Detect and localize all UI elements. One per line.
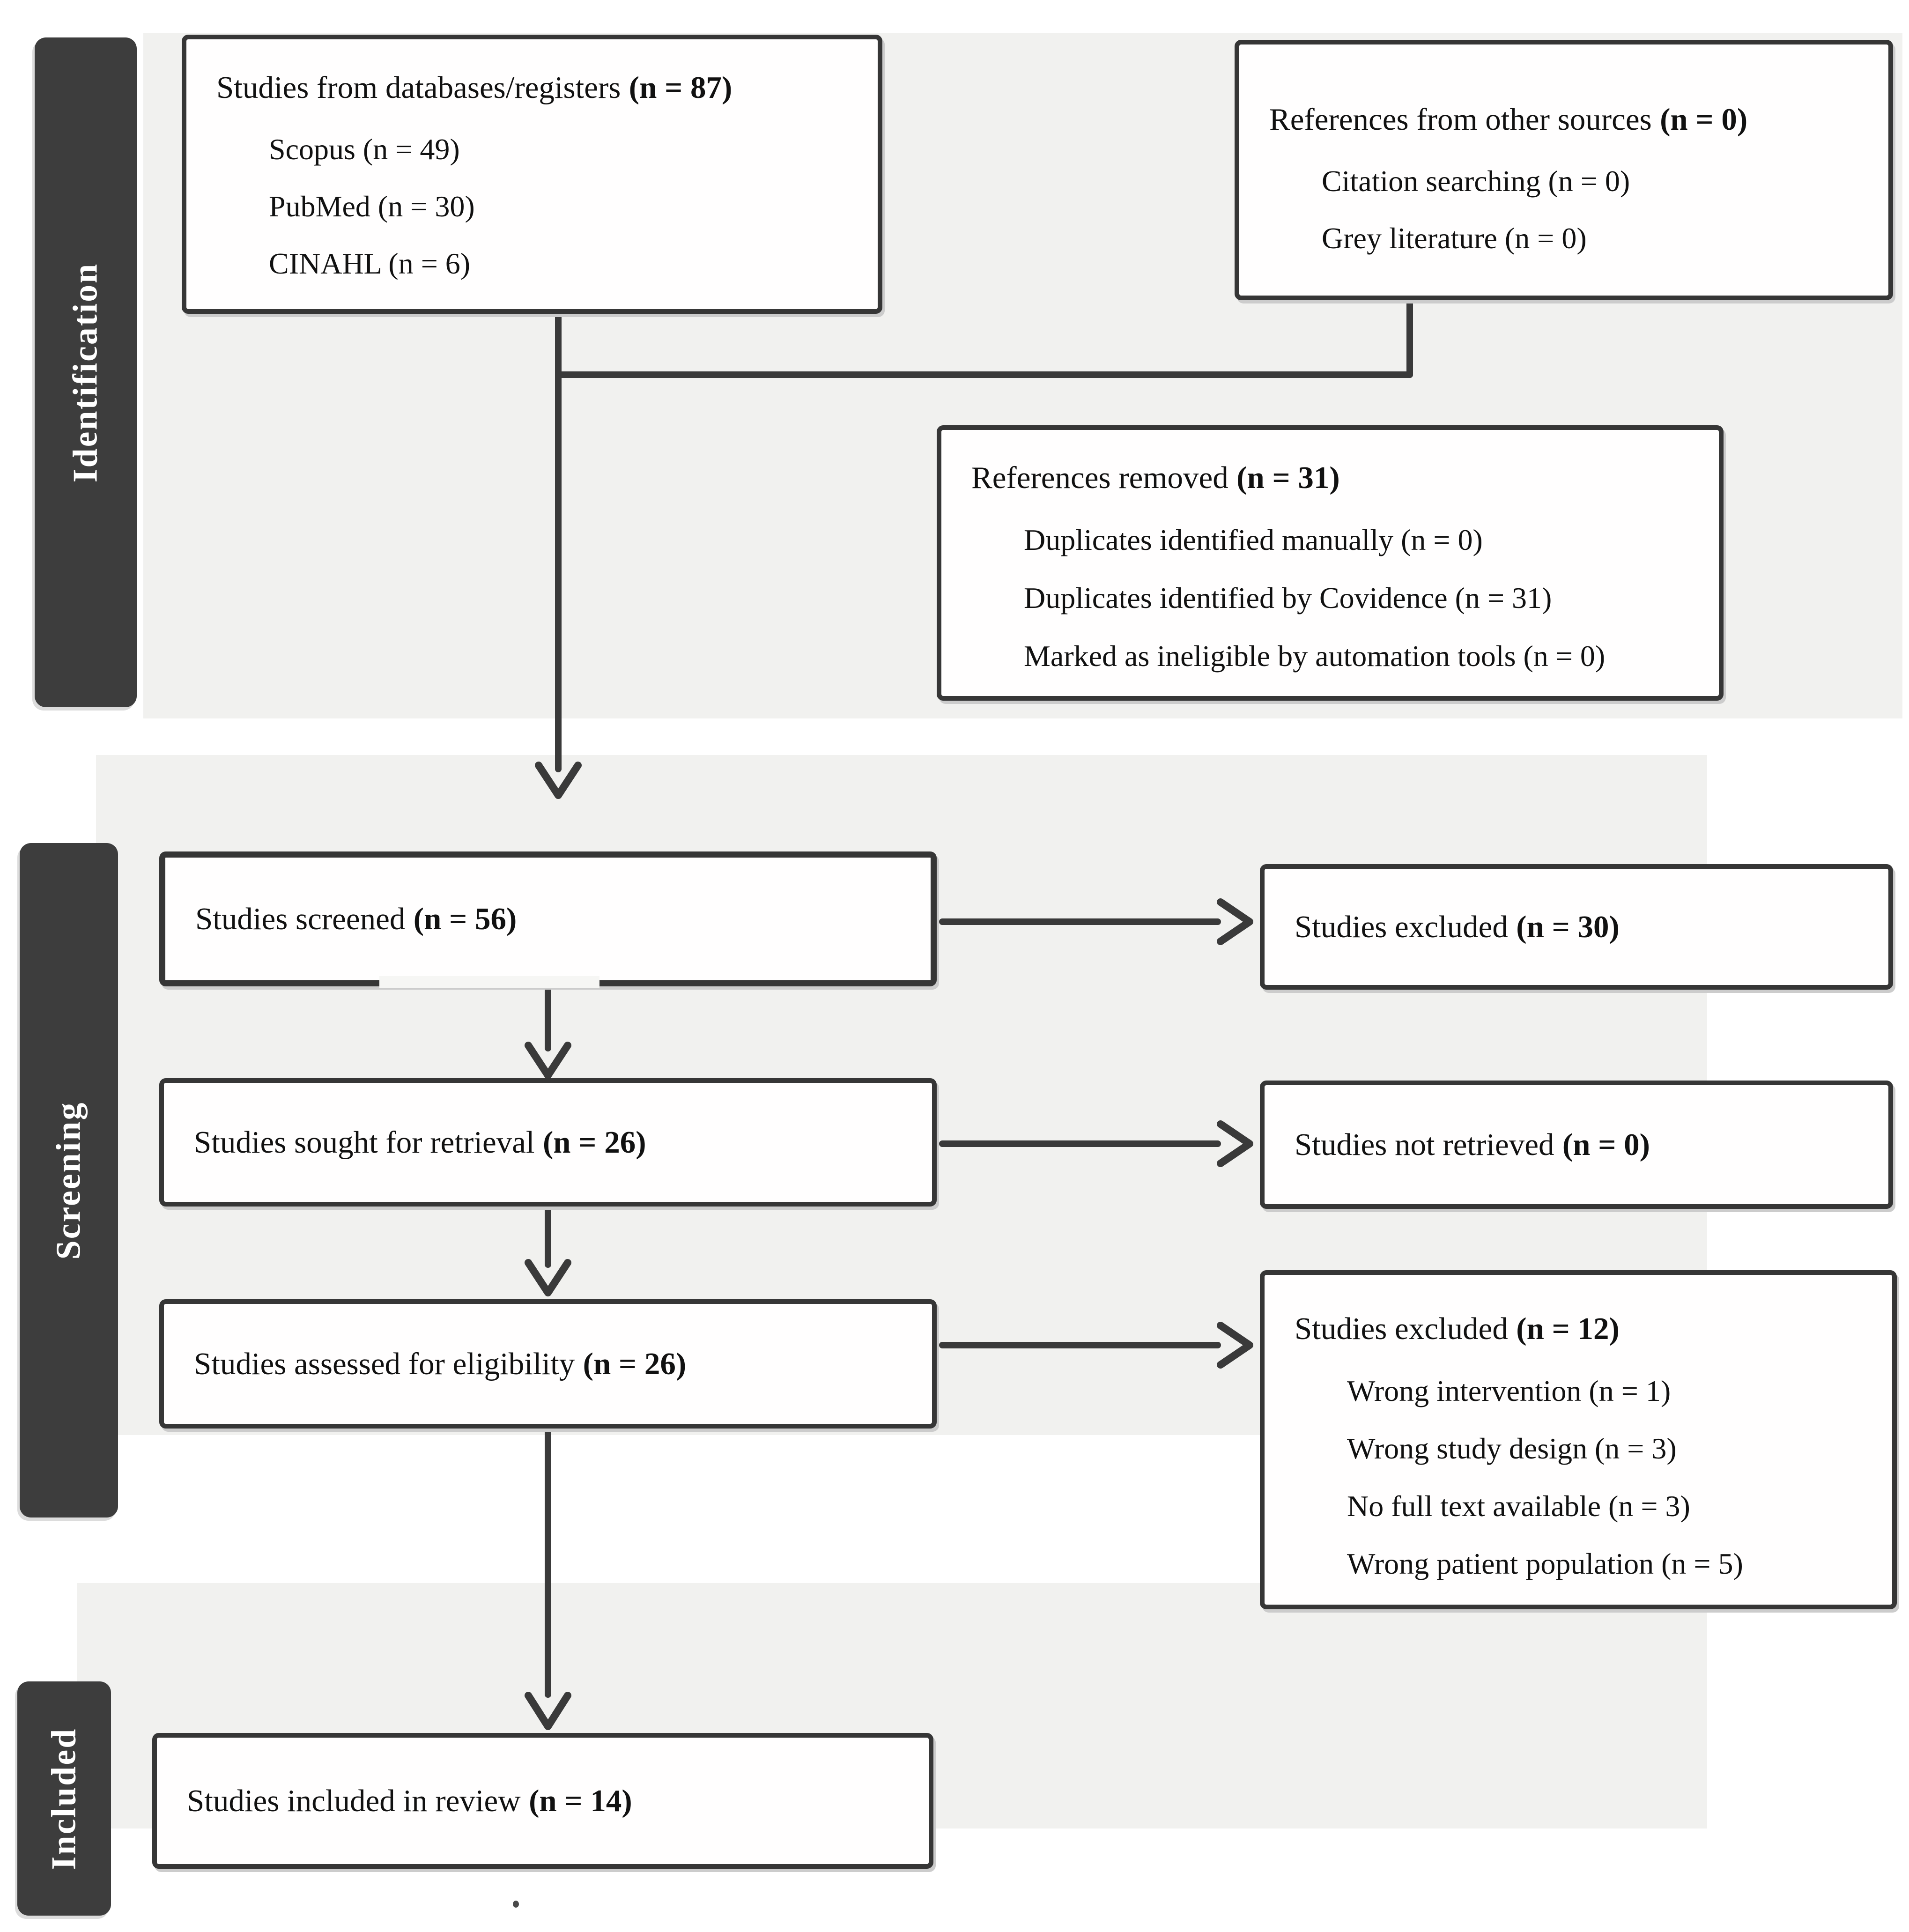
box-title-text: Studies excluded xyxy=(1295,1311,1508,1346)
box-title-count: (n = 56) xyxy=(413,902,517,936)
sidebar-screening: Screening xyxy=(20,843,118,1517)
box-studies-not-retrieved: Studies not retrieved(n = 0) xyxy=(1260,1081,1893,1209)
box-studies-excluded-screening: Studies excluded(n = 30) xyxy=(1260,864,1893,990)
box-title: Studies excluded(n = 12) xyxy=(1295,1308,1878,1350)
box-item-list: Wrong intervention (n = 1) Wrong study d… xyxy=(1295,1362,1878,1592)
list-item: Wrong intervention (n = 1) xyxy=(1347,1374,1671,1407)
list-item: Duplicates identified manually (n = 0) xyxy=(1024,523,1483,556)
box-studies-screened: Studies screened(n = 56) xyxy=(159,851,937,986)
box-title-count: (n = 14) xyxy=(529,1784,632,1818)
box-studies-sought: Studies sought for retrieval(n = 26) xyxy=(159,1078,937,1207)
box-title: Studies excluded(n = 30) xyxy=(1295,906,1620,948)
box-title-text: References removed xyxy=(971,460,1228,495)
box-title-text: Studies screened xyxy=(195,902,406,936)
box-title-text: Studies sought for retrieval xyxy=(194,1125,535,1160)
box-title-count: (n = 31) xyxy=(1236,460,1340,495)
scan-artifact-border-gap xyxy=(379,976,599,988)
list-item: Wrong study design (n = 3) xyxy=(1347,1432,1677,1465)
box-title-count: (n = 0) xyxy=(1660,102,1748,137)
box-title-text: Studies excluded xyxy=(1295,910,1508,944)
box-title: Studies sought for retrieval(n = 26) xyxy=(194,1121,646,1163)
box-title: Studies included in review(n = 14) xyxy=(187,1780,632,1822)
box-studies-excluded-eligibility: Studies excluded(n = 12) Wrong intervent… xyxy=(1260,1270,1897,1609)
box-title: Studies not retrieved(n = 0) xyxy=(1295,1124,1650,1166)
list-item: Grey literature (n = 0) xyxy=(1322,222,1587,255)
sidebar-screening-label: Screening xyxy=(49,1101,88,1260)
sidebar-identification: Identification xyxy=(35,37,137,707)
list-item: CINAHL (n = 6) xyxy=(269,247,471,280)
sidebar-included-label: Included xyxy=(44,1727,83,1870)
box-title-count: (n = 0) xyxy=(1562,1127,1650,1162)
sidebar-identification-label: Identification xyxy=(66,262,105,482)
box-title-text: Studies assessed for eligibility xyxy=(194,1347,575,1381)
box-title-text: Studies included in review xyxy=(187,1784,521,1818)
box-references-other-sources: References from other sources(n = 0) Cit… xyxy=(1235,40,1893,300)
list-item: PubMed (n = 30) xyxy=(269,190,475,223)
box-studies-from-databases: Studies from databases/registers(n = 87)… xyxy=(182,35,882,314)
list-item: Marked as ineligible by automation tools… xyxy=(1024,639,1606,673)
box-title-text: Studies from databases/registers xyxy=(216,70,621,105)
box-title-count: (n = 87) xyxy=(629,70,733,105)
box-studies-assessed: Studies assessed for eligibility(n = 26) xyxy=(159,1299,937,1429)
box-title: Studies from databases/registers(n = 87) xyxy=(216,67,864,109)
box-title-text: References from other sources xyxy=(1269,102,1652,137)
box-item-list: Scopus (n = 49) PubMed (n = 30) CINAHL (… xyxy=(216,121,864,292)
box-title-count: (n = 30) xyxy=(1516,910,1620,944)
list-item: Wrong patient population (n = 5) xyxy=(1347,1547,1743,1580)
box-title: Studies assessed for eligibility(n = 26) xyxy=(194,1343,686,1385)
box-title: References from other sources(n = 0) xyxy=(1269,98,1874,141)
box-item-list: Duplicates identified manually (n = 0) D… xyxy=(971,511,1705,685)
list-item: Duplicates identified by Covidence (n = … xyxy=(1024,581,1552,614)
list-item: Scopus (n = 49) xyxy=(269,133,460,166)
list-item: Citation searching (n = 0) xyxy=(1322,164,1630,198)
sidebar-included: Included xyxy=(17,1681,111,1916)
box-title-count: (n = 12) xyxy=(1516,1311,1620,1346)
box-item-list: Citation searching (n = 0) Grey literatu… xyxy=(1269,153,1874,267)
box-title: Studies screened(n = 56) xyxy=(195,898,517,940)
box-references-removed: References removed(n = 31) Duplicates id… xyxy=(937,425,1724,701)
box-title-count: (n = 26) xyxy=(583,1347,687,1381)
scan-artifact-speck xyxy=(513,1901,519,1908)
box-title-count: (n = 26) xyxy=(542,1125,646,1160)
box-title: References removed(n = 31) xyxy=(971,457,1705,499)
box-studies-included-review: Studies included in review(n = 14) xyxy=(152,1733,933,1869)
list-item: No full text available (n = 3) xyxy=(1347,1489,1690,1523)
box-title-text: Studies not retrieved xyxy=(1295,1127,1554,1162)
